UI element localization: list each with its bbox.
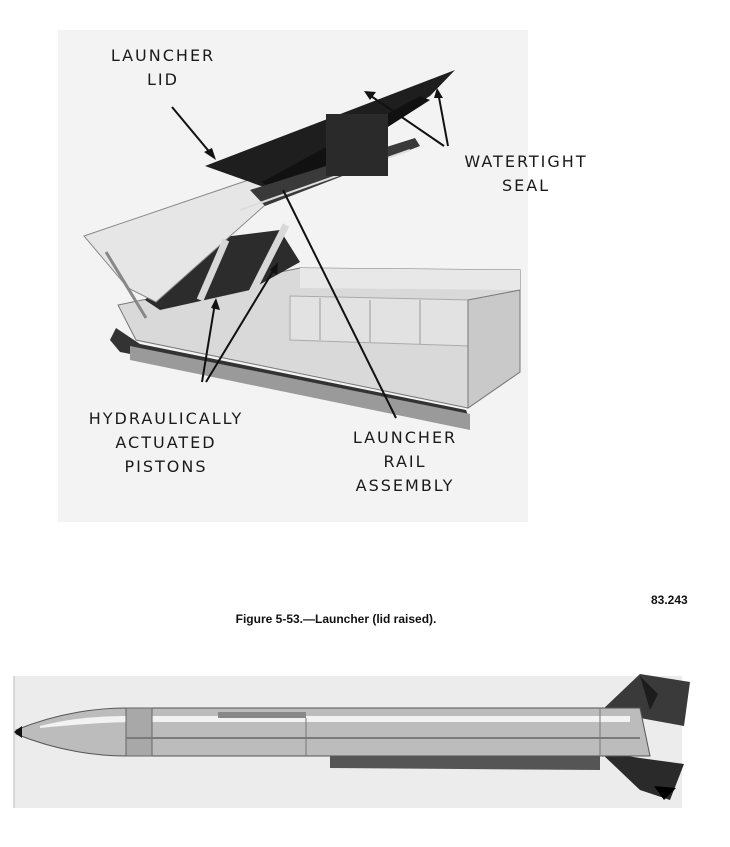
callout-rail-assembly: LAUNCHER RAIL ASSEMBLY <box>340 426 470 498</box>
callout-launcher-lid: LAUNCHER LID <box>100 44 226 92</box>
figure-caption-wrap: Figure 5-53.—Launcher (lid raised). <box>0 610 730 628</box>
figure-number: 83.243 <box>651 593 688 607</box>
callout-line: LAUNCHER <box>110 46 216 65</box>
callout-line: ASSEMBLY <box>355 476 455 495</box>
missile-body <box>15 707 651 757</box>
launcher-lid-shape <box>83 171 283 303</box>
callout-line: LAUNCHER <box>352 428 458 447</box>
piston-left <box>196 238 230 302</box>
callout-watertight-seal: WATERTIGHT SEAL <box>446 150 606 198</box>
callout-line: ACTUATED <box>115 433 217 452</box>
figure-caption: Figure 5-53.—Launcher (lid raised). <box>235 612 437 626</box>
callout-line: HYDRAULICALLY <box>88 409 244 428</box>
callout-line: SEAL <box>501 176 551 195</box>
callout-line: RAIL <box>383 452 427 471</box>
callout-pistons: HYDRAULICALLY ACTUATED PISTONS <box>66 407 266 479</box>
callout-line: WATERTIGHT <box>464 152 588 171</box>
callout-line: LID <box>147 70 179 89</box>
missile-photo <box>13 674 690 808</box>
callout-line: PISTONS <box>124 457 208 476</box>
launcher-photo <box>58 30 528 522</box>
piston-right <box>244 223 290 302</box>
